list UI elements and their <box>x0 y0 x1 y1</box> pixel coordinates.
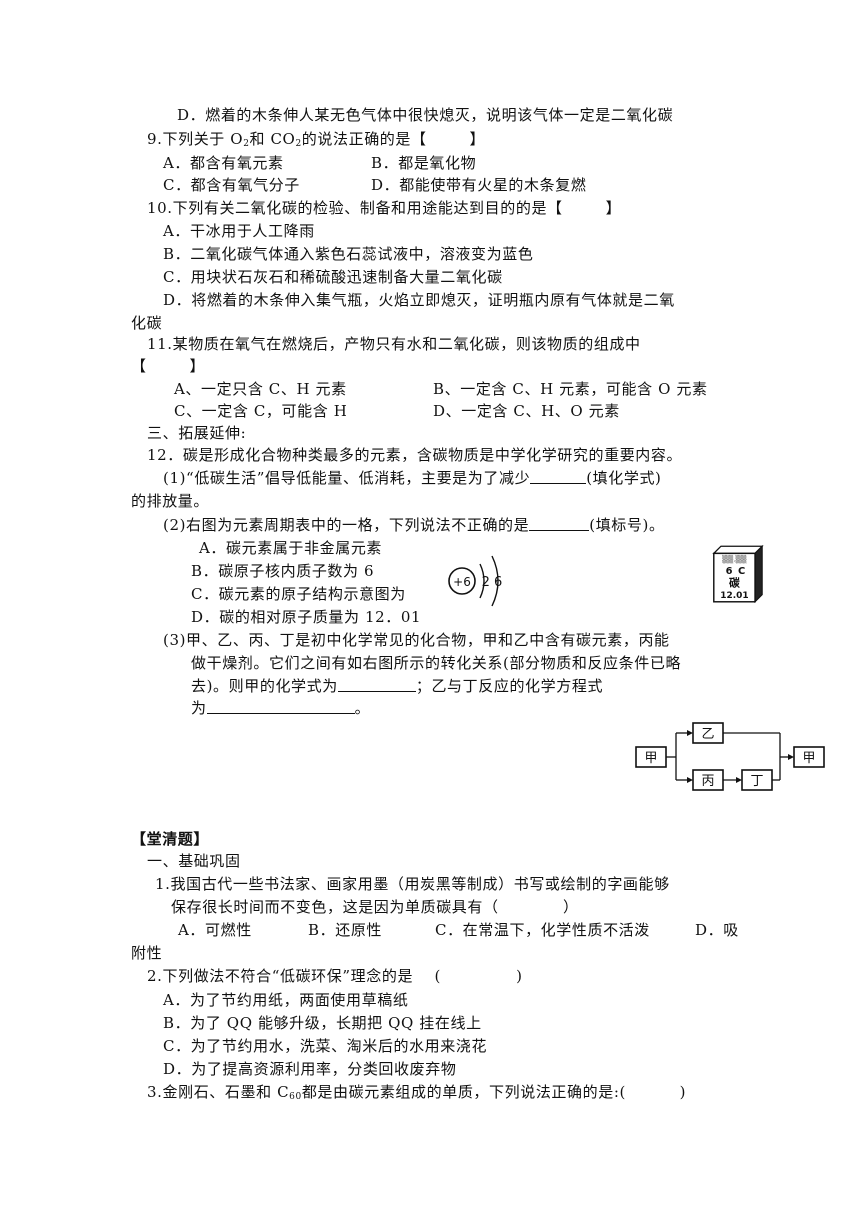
clear-q1-option-a: A．可燃性 <box>178 921 252 939</box>
clear-subsection: 一、基础巩固 <box>147 852 241 870</box>
clear-q1-option-b: B．还原性 <box>308 921 383 939</box>
q12-option-b: B．碳原子核内质子数为 6 <box>191 562 375 580</box>
clear-q3-stem: 3.金刚石、石墨和 C60都是由碳元素组成的单质，下列说法正确的是:( ) <box>147 1083 687 1102</box>
clear-q2-option-a: A．为了节约用纸，两面使用草稿纸 <box>163 991 409 1009</box>
clear-q1-stem: 1.我国古代一些书法家、画家用墨（用炭黑等制成）书写或绘制的字画能够 <box>155 875 670 893</box>
q9-option-d: D．都能使带有火星的木条复燃 <box>371 176 587 194</box>
answer-blank[interactable] <box>530 469 587 484</box>
clear-q1-option-c: C．在常温下，化学性质不活泼 <box>435 921 650 939</box>
periodic-table-tile: ▒▒.▒▒ 6 C 碳 12.01 <box>712 544 764 604</box>
q10-option-a: A．干冰用于人工降雨 <box>163 222 315 240</box>
carbon-atom-diagram: +6 2 6 <box>448 555 503 607</box>
q12-part1-cont: 的排放量。 <box>131 492 210 510</box>
q12-part3: (3)甲、乙、丙、丁是初中化学常见的化合物，甲和乙中含有碳元素，丙能 <box>163 631 670 649</box>
q10-stem: 10.下列有关二氧化碳的检验、制备和用途能达到目的的是【 】 <box>147 199 622 217</box>
atom-nucleus-label: +6 <box>453 575 471 589</box>
clear-q2-option-d: D．为了提高资源利用率，分类回收废弃物 <box>163 1060 457 1078</box>
q12-part3-cont3: 为。 <box>191 699 371 717</box>
conversion-flow-diagram: 甲 乙 丙 丁 甲 <box>635 722 825 791</box>
q11-option-d: D、一定含 C、H、O 元素 <box>433 402 620 420</box>
q12-option-a: A．碳元素属于非金属元素 <box>199 539 383 557</box>
flow-node-jia-end: 甲 <box>802 751 815 766</box>
flow-node-jia: 甲 <box>644 751 657 766</box>
tile-element-name: 碳 <box>729 577 740 590</box>
tile-header: ▒▒.▒▒ <box>722 554 747 563</box>
answer-blank[interactable] <box>206 699 355 714</box>
q9-option-a: A．都含有氧元素 <box>163 154 284 172</box>
clear-q1-option-d: D．吸 <box>695 921 739 939</box>
q10-option-c: C．用块状石灰石和稀硫酸迅速制备大量二氧化碳 <box>163 268 503 286</box>
q11-option-b: B、一定含 C、H 元素，可能含 O 元素 <box>433 380 708 398</box>
clear-q1-stem-cont: 保存很长时间而不变色，这是因为单质碳具有（ ） <box>171 898 579 916</box>
q12-part2: (2)右图为元素周期表中的一格，下列说法不正确的是(填标号)。 <box>163 516 665 534</box>
q9-option-b: B．都是氧化物 <box>371 154 477 172</box>
q12-part3-cont1: 做干燥剂。它们之间有如右图所示的转化关系(部分物质和反应条件已略 <box>191 654 682 672</box>
section-heading: 三、拓展延伸: <box>147 424 247 442</box>
clear-q2-option-b: B．为了 QQ 能够升级，长期把 QQ 挂在线上 <box>163 1014 482 1032</box>
q11-option-a: A、一定只含 C、H 元素 <box>174 380 347 398</box>
tile-symbol: C <box>738 566 745 577</box>
tile-atomic-number: 6 <box>726 566 733 577</box>
q12-part1: (1)“低碳生活”倡导低能量、低消耗，主要是为了减少(填化学式) <box>163 469 662 487</box>
q9-option-c: C．都含有氧气分子 <box>163 176 300 194</box>
atom-shell-electrons: 2 6 <box>482 575 503 590</box>
clear-section-title: 【堂清题】 <box>131 830 210 848</box>
clear-q2-stem: 2.下列做法不符合“低碳环保”理念的是 ( ) <box>147 967 523 985</box>
q11-stem: 11.某物质在氧气在燃烧后，产物只有水和二氧化碳，则该物质的组成中 <box>147 335 641 353</box>
q9-stem: 9.下列关于 O2和 CO2的说法正确的是【 】 <box>147 130 486 149</box>
q11-bracket: 【 】 <box>131 357 206 375</box>
q8-option-d: D．燃着的木条伸人某无色气体中很快熄灭，说明该气体一定是二氧化碳 <box>177 106 674 124</box>
flow-node-yi: 乙 <box>701 727 714 742</box>
answer-blank[interactable] <box>529 516 590 531</box>
tile-atomic-mass: 12.01 <box>720 591 748 601</box>
q12-option-c: C．碳元素的原子结构示意图为 <box>191 585 406 603</box>
flow-node-ding: 丁 <box>750 774 763 789</box>
q10-option-d: D．将燃着的木条伸入集气瓶，火焰立即熄灭，证明瓶内原有气体就是二氧 <box>163 291 675 309</box>
clear-q2-option-c: C．为了节约用水，洗菜、淘米后的水用来浇花 <box>163 1037 488 1055</box>
flow-node-bing: 丙 <box>701 774 714 789</box>
q12-stem: 12．碳是形成化合物种类最多的元素，含碳物质是中学化学研究的重要内容。 <box>147 446 683 464</box>
q10-option-b: B．二氧化碳气体通入紫色石蕊试液中，溶液变为蓝色 <box>163 245 534 263</box>
q11-option-c: C、一定含 C，可能含 H <box>174 402 348 420</box>
clear-q1-option-d-cont: 附性 <box>131 944 163 962</box>
q12-option-d: D．碳的相对原子质量为 12．01 <box>191 608 422 626</box>
answer-blank[interactable] <box>337 677 416 692</box>
q10-option-d-cont: 化碳 <box>131 314 163 332</box>
q12-part3-cont2: 去)。则甲的化学式为；乙与丁反应的化学方程式 <box>191 677 604 695</box>
